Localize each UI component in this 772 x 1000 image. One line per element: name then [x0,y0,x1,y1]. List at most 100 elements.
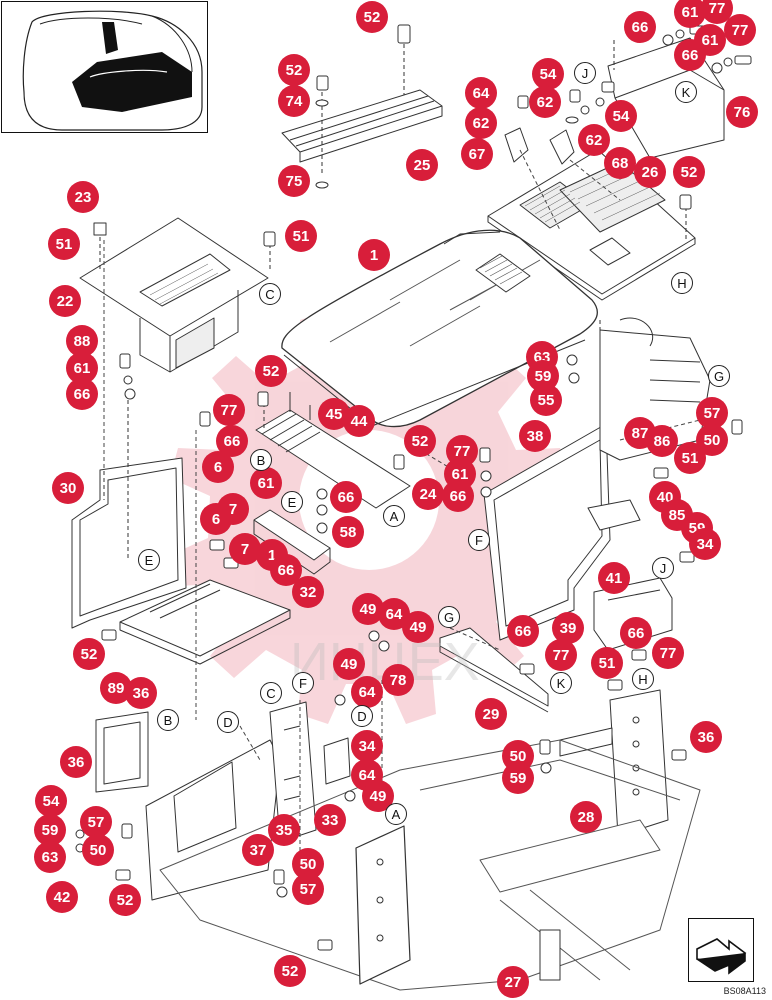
callout-42: 42 [46,881,78,913]
frame-part-28 [559,689,669,837]
callout-64: 64 [351,676,383,708]
assembly-lines [103,149,701,870]
callout-24: 24 [412,478,444,510]
callout-52: 52 [109,884,141,916]
callout-33: 33 [314,804,346,836]
callout-23: 23 [67,181,99,213]
reference-letter-C: C [260,682,282,704]
callout-34: 34 [689,528,721,560]
callout-25: 25 [406,149,438,181]
callout-66: 66 [620,617,652,649]
reference-letter-E: E [281,491,303,513]
reference-letter-B: B [157,709,179,731]
reference-letter-D: D [217,711,239,733]
callout-67: 67 [461,138,493,170]
callout-52: 52 [73,638,105,670]
callout-58: 58 [332,516,364,548]
callout-62: 62 [578,124,610,156]
callout-49: 49 [333,648,365,680]
reference-letter-H: H [632,668,654,690]
callout-66: 66 [216,425,248,457]
callout-76: 76 [726,96,758,128]
cover-part-1 [281,229,598,428]
callout-66: 66 [66,378,98,410]
callout-59: 59 [34,814,66,846]
reference-letter-H: H [671,272,693,294]
callout-38: 38 [519,420,551,452]
seat-location-inset [1,1,208,133]
callout-50: 50 [82,834,114,866]
callout-36: 36 [690,721,722,753]
reference-letter-G: G [438,606,460,628]
callout-26: 26 [634,156,666,188]
callout-77: 77 [213,394,245,426]
callout-6: 6 [200,503,232,535]
callout-57: 57 [696,397,728,429]
bracket-part-41 [587,499,673,651]
callout-62: 62 [529,86,561,118]
reference-letter-G: G [708,365,730,387]
callout-41: 41 [598,562,630,594]
callout-36: 36 [60,746,92,778]
callout-52: 52 [673,156,705,188]
reference-letter-F: F [468,529,490,551]
reference-letter-D: D [351,705,373,727]
callout-66: 66 [624,11,656,43]
callout-39: 39 [552,612,584,644]
reference-letter-K: K [675,81,697,103]
callout-75: 75 [278,165,310,197]
callout-50: 50 [292,848,324,880]
frame-part-36 [95,711,149,793]
callout-35: 35 [268,814,300,846]
reference-letter-E: E [138,549,160,571]
callout-54: 54 [605,100,637,132]
chassis-lower [159,739,701,991]
callout-61: 61 [250,467,282,499]
callout-68: 68 [604,147,636,179]
callout-34: 34 [351,730,383,762]
callout-29: 29 [475,698,507,730]
callout-61: 61 [674,0,706,28]
callout-86: 86 [646,425,678,457]
bracket-part-27 [355,825,411,985]
callout-49: 49 [362,780,394,812]
seat-silhouette-icon [22,10,203,131]
reference-letter-J: J [574,62,596,84]
callout-88: 88 [66,325,98,357]
callout-55: 55 [530,384,562,416]
callout-44: 44 [343,405,375,437]
callout-61: 61 [694,24,726,56]
direction-arrow-icon [688,918,754,982]
callout-54: 54 [35,785,67,817]
callout-77: 77 [724,14,756,46]
callout-54: 54 [532,58,564,90]
fastener-group [75,353,743,951]
callout-66: 66 [442,480,474,512]
callout-64: 64 [465,77,497,109]
callout-51: 51 [591,647,623,679]
box-part-22 [79,217,276,373]
callout-32: 32 [292,576,324,608]
rail-part-29 [439,627,549,713]
callout-57: 57 [80,806,112,838]
callout-36: 36 [125,677,157,709]
callout-52: 52 [278,54,310,86]
callout-27: 27 [497,966,529,998]
callout-77: 77 [545,639,577,671]
callout-59: 59 [502,762,534,794]
callout-66: 66 [507,615,539,647]
reference-letter-A: A [383,505,405,527]
reference-letter-A: A [385,803,407,825]
callout-63: 63 [34,841,66,873]
floor-plate-part-89 [119,579,291,665]
latch-hardware-parts [504,81,615,165]
callout-37: 37 [242,834,274,866]
callout-66: 66 [330,481,362,513]
callout-51: 51 [285,220,317,252]
callout-51: 51 [48,228,80,260]
tray-part-45 [255,392,411,509]
callout-77: 77 [652,637,684,669]
callout-61: 61 [66,352,98,384]
side-panel-part-30 [71,380,187,629]
